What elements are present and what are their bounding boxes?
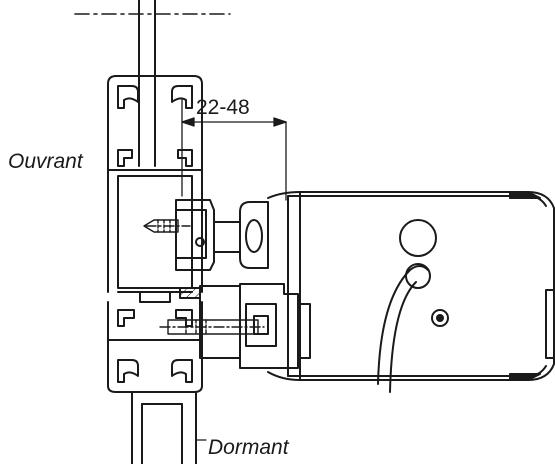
actuator-receiver bbox=[199, 283, 311, 369]
switch-housing bbox=[267, 191, 555, 393]
frame-screw bbox=[159, 319, 265, 335]
actuator-bracket bbox=[175, 199, 269, 271]
sash-profile bbox=[107, 75, 203, 303]
glazing-panel bbox=[138, 0, 156, 167]
frame-label: Dormant bbox=[208, 436, 289, 459]
sash-screw bbox=[143, 219, 191, 233]
sash-label: Ouvrant bbox=[8, 150, 83, 173]
dimension-indicator bbox=[181, 99, 287, 201]
frame-profile bbox=[107, 287, 203, 464]
dimension-label: 22-48 bbox=[196, 96, 250, 119]
